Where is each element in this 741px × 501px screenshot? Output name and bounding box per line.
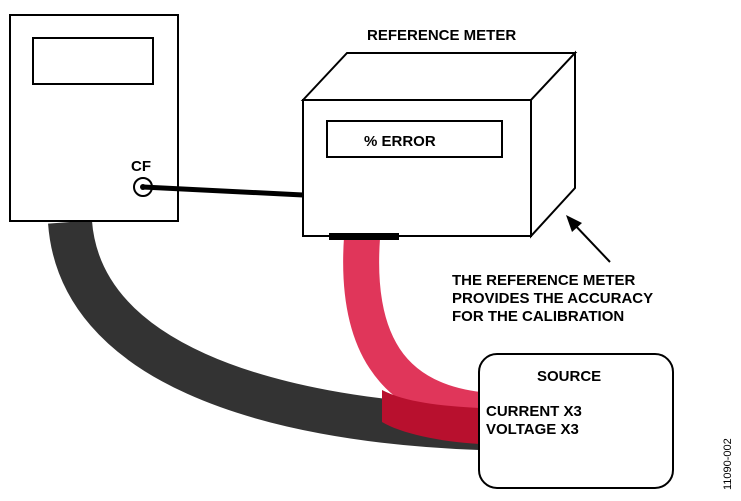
meter-under-test-display	[32, 37, 154, 85]
annotation-line-1: THE REFERENCE METER	[452, 272, 636, 289]
source-voltage: VOLTAGE X3	[486, 421, 579, 438]
source-current: CURRENT X3	[486, 403, 582, 420]
cf-port-label: CF	[131, 158, 151, 175]
source-title: SOURCE	[537, 368, 601, 385]
annotation-arrow-line	[571, 221, 611, 263]
reference-meter-connector	[329, 233, 399, 240]
annotation-line-3: FOR THE CALIBRATION	[452, 308, 624, 325]
reference-meter-top	[300, 52, 578, 101]
figure-code: 11090-002	[722, 438, 734, 490]
reference-meter-display	[326, 120, 503, 158]
reference-meter-display-text: % ERROR	[364, 133, 436, 150]
annotation-line-2: PROVIDES THE ACCURACY	[452, 290, 653, 307]
cf-pulse-wire	[142, 184, 304, 198]
red-cable	[343, 236, 483, 428]
cable-overlap	[382, 390, 480, 444]
reference-meter-title: REFERENCE METER	[367, 27, 516, 44]
source-box	[478, 353, 674, 489]
annotation-arrowhead	[566, 215, 582, 232]
